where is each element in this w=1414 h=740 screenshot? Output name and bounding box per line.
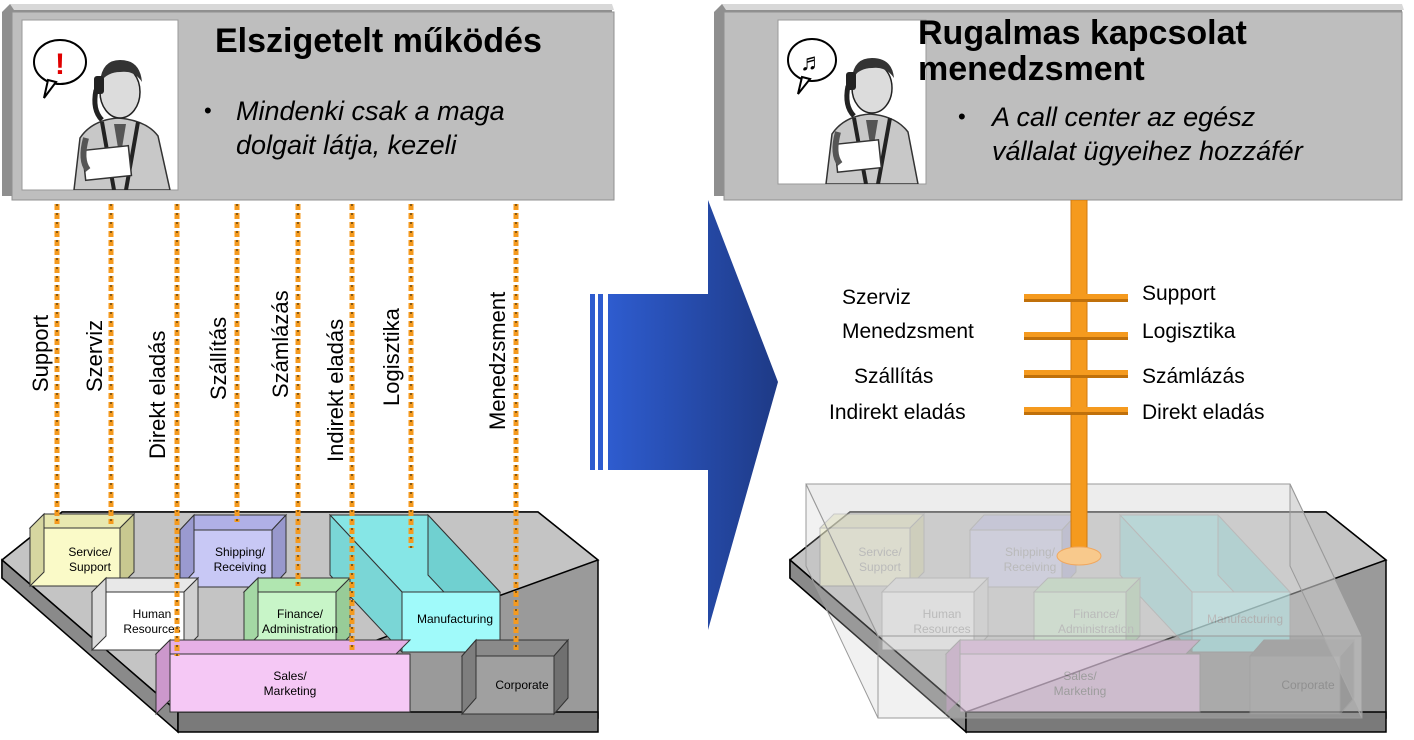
- svg-text:Administration: Administration: [262, 622, 338, 636]
- channel-label-szamlazas: Számlázás: [268, 290, 293, 398]
- left-title: Elszigetelt működés: [215, 22, 542, 60]
- pole-rung-2: [1024, 332, 1128, 340]
- call-center-pole: [1024, 200, 1128, 566]
- svg-text:Resources: Resources: [913, 622, 970, 636]
- svg-text:Receiving: Receiving: [214, 560, 267, 574]
- left-box-corporate: Corporate: [460, 638, 570, 716]
- music-note-icon: ♬: [800, 49, 824, 76]
- left-channel-lines: [54, 204, 519, 656]
- svg-text:Marketing: Marketing: [264, 684, 317, 698]
- right-bullet-line-1: A call center az egész: [992, 102, 1256, 132]
- right-title-line-1: Rugalmas kapcsolat: [918, 14, 1247, 52]
- left-box-sales-marketing: Sales/ Marketing: [154, 638, 412, 716]
- svg-text:Marketing: Marketing: [1054, 684, 1107, 698]
- svg-text:Manufacturing: Manufacturing: [417, 612, 493, 626]
- right-label-menedzsment: Menedzsment: [842, 320, 974, 343]
- svg-text:Finance/: Finance/: [1073, 607, 1120, 621]
- right-building-diagram: Service/ Support Shipping/ Receiving Man…: [788, 200, 1388, 734]
- channel-label-szerviz: Szerviz: [82, 319, 107, 392]
- right-label-direkt-eladas: Direkt eladás: [1142, 401, 1265, 424]
- left-box-shipping-receiving: Shipping/ Receiving: [178, 513, 288, 589]
- pole-rung-1: [1024, 294, 1128, 302]
- left-bullet: •: [204, 98, 212, 123]
- channel-label-support: Support: [28, 314, 53, 392]
- channel-label-logisztika: Logisztika: [379, 308, 404, 406]
- right-box-service-support: Service/ Support: [818, 512, 926, 588]
- channel-label-szallitas: Szállítás: [206, 316, 231, 400]
- svg-text:Human: Human: [923, 607, 962, 621]
- pole-rung-3: [1024, 370, 1128, 378]
- svg-text:Shipping/: Shipping/: [215, 545, 266, 559]
- right-box-corporate: Corporate: [1248, 638, 1356, 716]
- channel-label-menedzsment: Menedzsment: [485, 291, 510, 430]
- svg-text:Receiving: Receiving: [1004, 560, 1057, 574]
- right-title-line-2: menedzsment: [918, 50, 1145, 88]
- right-bullet-line-2: vállalat ügyeihez hozzáfér: [992, 136, 1303, 166]
- svg-text:Shipping/: Shipping/: [1005, 545, 1056, 559]
- left-box-service-support: Service/ Support: [28, 512, 136, 588]
- integration-overlay-box: [805, 483, 1363, 719]
- pole-rung-4: [1024, 407, 1128, 415]
- svg-text:Finance/: Finance/: [277, 607, 324, 621]
- right-bullet: •: [958, 104, 966, 129]
- right-label-indirekt-eladas: Indirekt eladás: [829, 401, 966, 424]
- transition-arrow-icon: [590, 200, 778, 630]
- channel-label-direkt-eladas: Direkt eladás: [145, 330, 170, 459]
- svg-text:Corporate: Corporate: [1281, 678, 1335, 692]
- right-label-support: Support: [1142, 282, 1216, 305]
- svg-text:Support: Support: [69, 560, 112, 574]
- svg-text:Support: Support: [859, 560, 902, 574]
- svg-text:Human: Human: [133, 607, 172, 621]
- channel-label-indirekt-eladas: Indirekt eladás: [323, 318, 348, 462]
- right-label-szerviz: Szerviz: [842, 286, 911, 309]
- caller-illustration-right: ♬: [787, 38, 919, 184]
- svg-text:Manufacturing: Manufacturing: [1207, 612, 1283, 626]
- svg-text:Administration: Administration: [1058, 622, 1134, 636]
- left-bullet-line-2: dolgait látja, kezeli: [236, 130, 457, 160]
- right-box-manufacturing: Manufacturing: [1118, 513, 1292, 654]
- right-box-sales-marketing: Sales/ Marketing: [944, 638, 1202, 716]
- left-box-human-resources: Human Resources: [90, 576, 200, 652]
- svg-text:Resources: Resources: [123, 622, 180, 636]
- svg-text:Sales/: Sales/: [273, 669, 307, 683]
- caller-illustration-left: !: [33, 39, 171, 190]
- left-bullet-line-1: Mindenki csak a maga: [236, 96, 505, 126]
- right-label-logisztika: Logisztika: [1142, 320, 1236, 343]
- svg-text:Service/: Service/: [858, 545, 902, 559]
- left-box-finance-administration: Finance/ Administration: [242, 576, 352, 652]
- left-building-diagram: Service/ Support Shipping/ Receiving Man…: [0, 204, 600, 734]
- exclamation-icon: !: [55, 48, 65, 81]
- svg-text:Corporate: Corporate: [495, 678, 549, 692]
- svg-text:Sales/: Sales/: [1063, 669, 1097, 683]
- svg-text:Service/: Service/: [68, 545, 112, 559]
- right-label-szallitas: Szállítás: [854, 365, 934, 388]
- right-label-szamlazas: Számlázás: [1142, 365, 1245, 388]
